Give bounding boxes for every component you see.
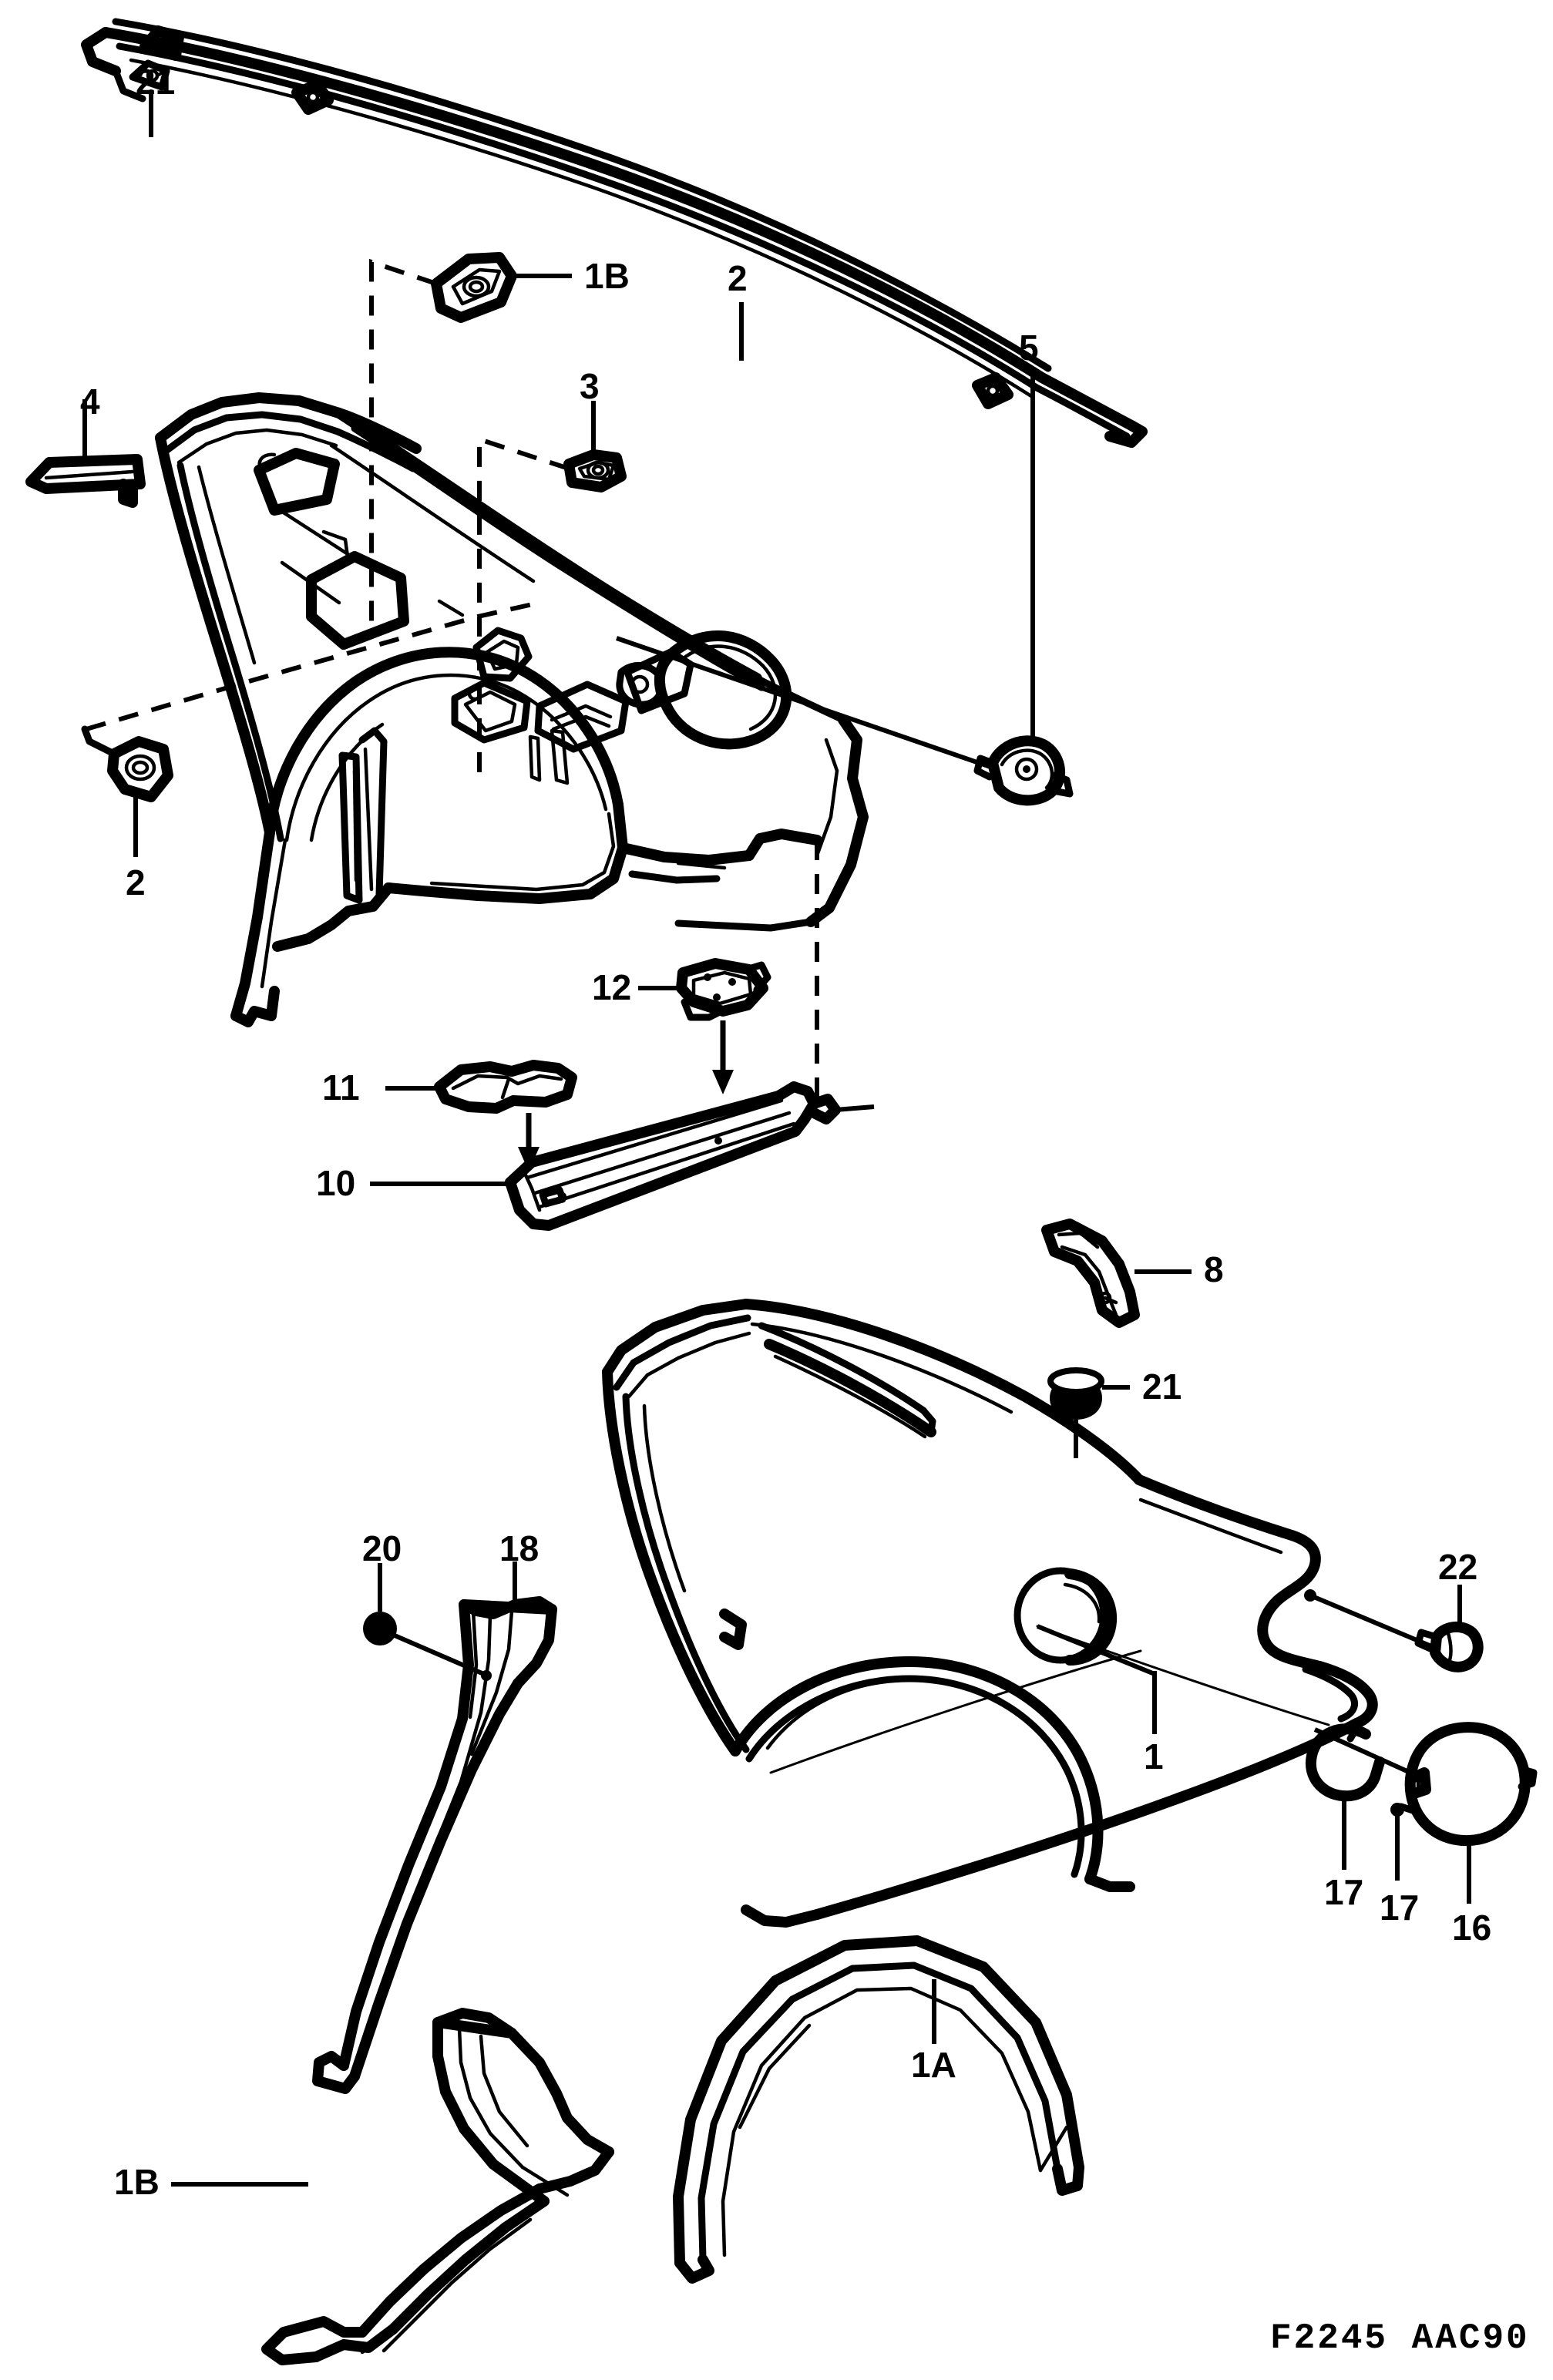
part-1B-lower-pillar-repair-section xyxy=(171,2008,614,2365)
label-17b: 17 xyxy=(1380,1888,1420,1928)
label-22: 22 xyxy=(1438,1547,1478,1587)
label-20: 20 xyxy=(362,1528,402,1568)
label-11: 11 xyxy=(322,1067,360,1108)
callout-label-19: 21 xyxy=(136,62,176,102)
label-16: 17 xyxy=(1324,1872,1364,1912)
label-15: 16 xyxy=(1452,1908,1492,1948)
part-7-round-body-plug xyxy=(616,370,1074,806)
part-10-rocker-rail-reinforcement xyxy=(370,1081,875,1231)
part-18-pillar-repair-panel xyxy=(312,1561,557,2094)
part-12-rail-bracket-large xyxy=(638,958,771,1094)
part-22-recess-plug xyxy=(1304,1585,1484,1672)
part-1A-wheel-arch-repair-section xyxy=(673,1935,1084,2284)
part-15-fuel-filler-door xyxy=(1313,1722,1538,1904)
callout-label-5: 3 xyxy=(580,366,600,406)
label-10: 10 xyxy=(316,1163,356,1203)
label-12: 12 xyxy=(592,967,632,1007)
label-4: 2 xyxy=(126,862,146,903)
callout-label-2: 2 xyxy=(728,258,748,298)
fuel-filler-opening xyxy=(1013,1567,1118,1666)
label-1A: 1A xyxy=(911,2045,956,2085)
part-21-body-plug-small xyxy=(1047,1367,1130,1458)
label-21: 21 xyxy=(1142,1366,1182,1407)
label-1B: 1B xyxy=(114,2162,160,2202)
part-3-upper-nut-plate xyxy=(369,252,572,632)
callout-label-6: 4 xyxy=(80,382,100,422)
callout-label-7: 5 xyxy=(1019,328,1039,368)
figure-code: F2245 AAC90 xyxy=(1270,2318,1530,2358)
part-8-angle-bracket xyxy=(1041,1219,1192,1328)
part-16-filler-door-spring-clip xyxy=(1305,1723,1385,1870)
label-8: 8 xyxy=(1204,1249,1224,1289)
part-1-outer-quarter-panel xyxy=(602,1299,1378,1928)
label-1: 1 xyxy=(1144,1736,1164,1777)
part-2-inner-quarter-panel xyxy=(155,302,869,1027)
part-19-roof-drip-rail xyxy=(81,18,1148,448)
part-11-rail-bracket-small xyxy=(385,1060,577,1172)
part-6-upper-edge-bracket xyxy=(25,399,146,508)
callout-label-3: 1B xyxy=(584,256,630,296)
part-4-lower-mounting-grommet xyxy=(81,600,540,857)
label-18: 18 xyxy=(499,1528,540,1568)
